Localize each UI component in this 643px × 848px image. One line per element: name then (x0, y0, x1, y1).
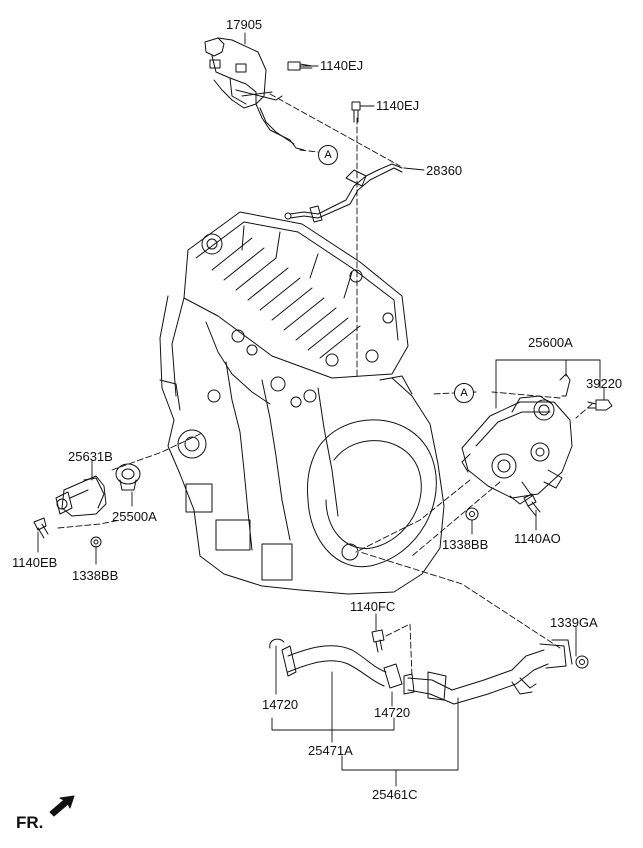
bolt-1140FC (371, 629, 385, 653)
bolt-1140EJ-lower (351, 101, 361, 123)
thermostat-drawing (115, 463, 141, 491)
part-label-1140EB[interactable]: 1140EB (12, 555, 58, 570)
part-label-14720-right[interactable]: 14720 (374, 705, 411, 720)
reference-marker-a-top: A (318, 145, 338, 165)
part-label-1140EJ-upper[interactable]: 1140EJ (320, 58, 364, 73)
part-label-17905[interactable]: 17905 (226, 17, 263, 32)
part-label-1338BB-left[interactable]: 1338BB (72, 568, 119, 583)
part-label-25600A[interactable]: 25600A (528, 335, 573, 350)
thermostat-housing-drawing (461, 395, 573, 505)
part-label-1140FC[interactable]: 1140FC (350, 599, 396, 614)
part-label-25500A[interactable]: 25500A (112, 509, 157, 524)
engine-block-drawing (159, 211, 445, 595)
water-inlet-fitting-drawing (55, 475, 107, 517)
part-label-1140AO[interactable]: 1140AO (514, 531, 561, 546)
reference-marker-a-right: A (454, 383, 474, 403)
part-label-1338BB-right[interactable]: 1338BB (442, 537, 489, 552)
sensor-harness-drawing (284, 163, 403, 223)
water-pipe-drawing (403, 639, 573, 705)
temp-sensor-drawing (559, 373, 613, 411)
part-label-28360[interactable]: 28360 (426, 163, 463, 178)
bolt-1140EB (33, 517, 49, 539)
part-label-1140EJ-lower[interactable]: 1140EJ (376, 98, 420, 113)
part-label-1339GA[interactable]: 1339GA (550, 615, 598, 630)
hose-14720-drawing (269, 638, 403, 689)
front-direction-label: FR. (16, 813, 44, 832)
part-label-39220[interactable]: 39220 (586, 376, 623, 391)
bolt-1140AO (523, 493, 541, 517)
leader-lines (37, 32, 605, 787)
part-label-25461C[interactable]: 25461C (372, 787, 418, 802)
front-direction-arrow (49, 795, 75, 817)
nut-1338BB-left (90, 536, 102, 548)
part-label-25471A[interactable]: 25471A (308, 743, 353, 758)
nut-1339GA (575, 655, 589, 669)
part-label-14720-left[interactable]: 14720 (262, 697, 299, 712)
wiring-harness-drawing (204, 37, 305, 151)
nut-1338BB-right (465, 507, 479, 521)
part-label-25631B[interactable]: 25631B (68, 449, 113, 464)
